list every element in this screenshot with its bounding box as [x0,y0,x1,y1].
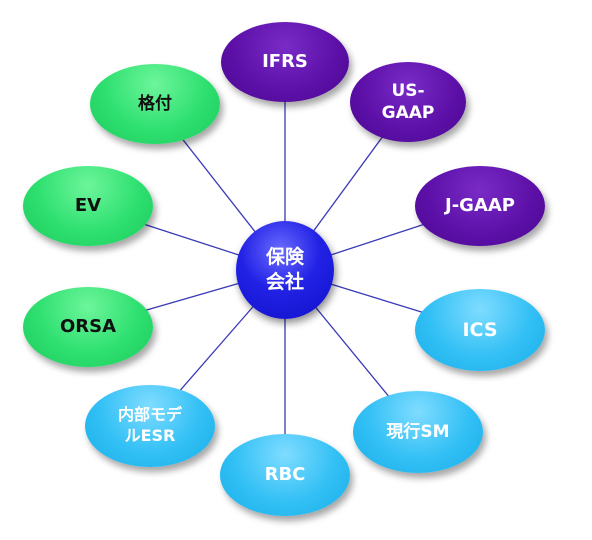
node-genko-sm-label: 現行SM [386,421,450,442]
node-ics: ICS [415,289,545,371]
node-hoken-gaisha: 保険 会社 [236,221,334,319]
node-naibu-model-esr: 内部モデ ルESR [85,385,215,467]
node-us-gaap-label: US- GAAP [381,80,435,123]
node-ev-label: EV [74,195,102,217]
node-rbc-label: RBC [264,464,306,486]
node-orsa: ORSA [23,287,153,367]
node-j-gaap: J-GAAP [415,166,545,246]
node-ifrs-label: IFRS [262,51,308,73]
node-ifrs: IFRS [221,22,349,102]
node-kakuzuke: 格付 [90,64,220,144]
node-genko-sm: 現行SM [353,391,483,473]
node-ics-label: ICS [462,318,498,341]
node-hoken-gaisha-label: 保険 会社 [265,246,304,293]
node-ev: EV [23,166,153,246]
node-us-gaap: US- GAAP [350,62,466,142]
node-orsa-label: ORSA [59,316,117,338]
node-kakuzuke-label: 格付 [138,93,172,114]
node-j-gaap-label: J-GAAP [445,195,515,217]
node-naibu-model-esr-label: 内部モデ ルESR [117,405,182,445]
node-rbc: RBC [220,434,350,516]
